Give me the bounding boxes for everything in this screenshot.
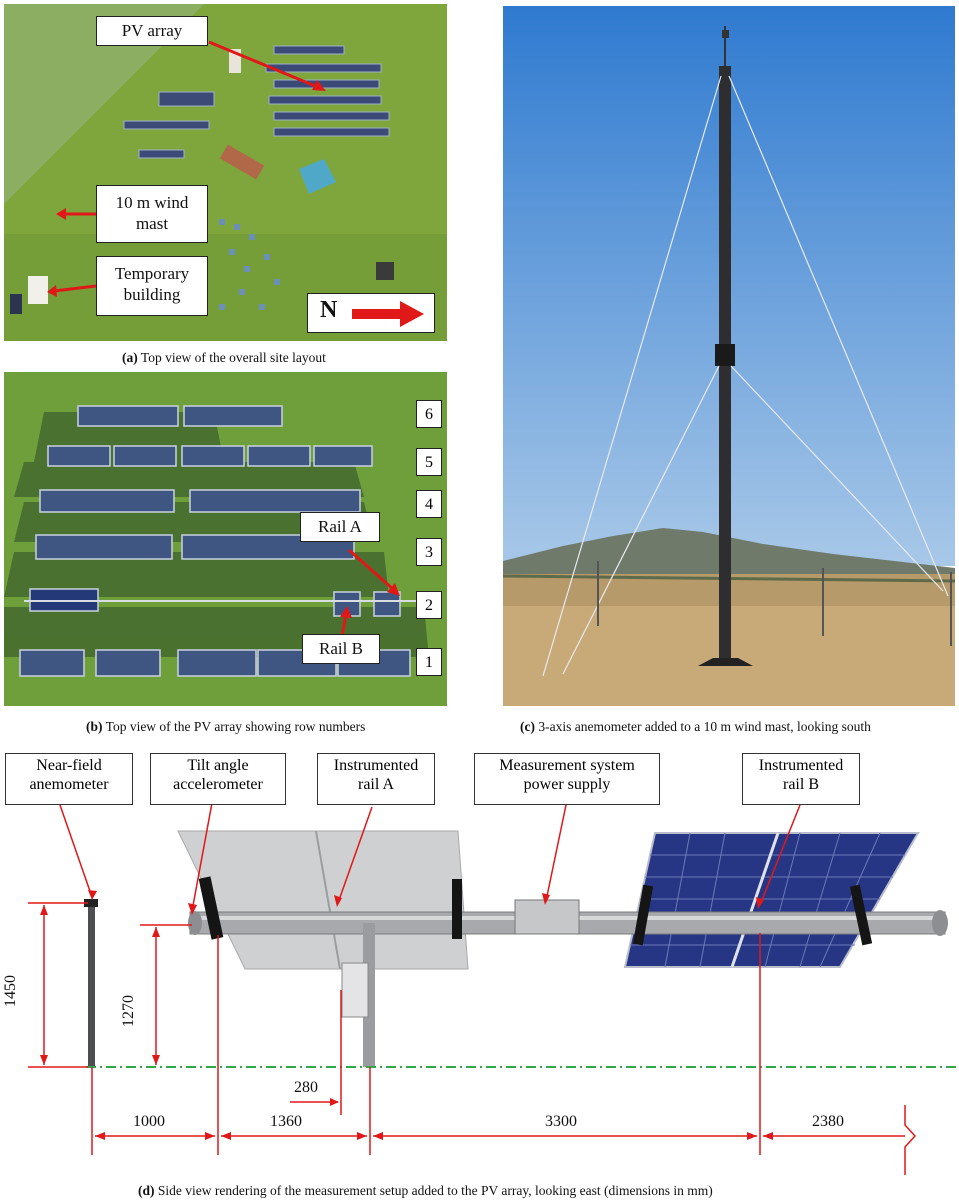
instrumented-rail-a-callout: Instrumented rail A — [317, 753, 435, 805]
power-supply-callout: Measurement system power supply — [474, 753, 660, 805]
caption-b-text: Top view of the PV array showing row num… — [105, 719, 366, 734]
caption-a-tag: (a) — [122, 350, 138, 365]
pv-array-label: PV array — [96, 16, 208, 46]
caption-a-text: Top view of the overall site layout — [140, 350, 326, 365]
rail-a-label: Rail A — [300, 512, 380, 542]
north-label: N — [320, 297, 338, 323]
panel-c-mast-photo — [503, 6, 955, 706]
row-number-1: 1 — [416, 648, 442, 676]
caption-b: (b) Top view of the PV array showing row… — [86, 719, 365, 735]
wind-mast-image — [503, 6, 955, 706]
temporary-building-label: Temporary building — [96, 256, 208, 316]
dim-1360: 1360 — [270, 1113, 302, 1130]
north-arrow-icon — [352, 301, 424, 327]
instrumented-rail-b-callout: Instrumented rail B — [742, 753, 860, 805]
dim-3300: 3300 — [545, 1113, 577, 1130]
caption-d: (d) Side view rendering of the measureme… — [138, 1183, 713, 1199]
dim-280: 280 — [294, 1079, 318, 1096]
dim-1450: 1450 — [2, 975, 19, 1007]
panel-d-side-view: Near-field anemometer Tilt angle acceler… — [0, 745, 959, 1180]
wind-mast-label: 10 m wind mast — [96, 185, 208, 243]
caption-d-tag: (d) — [138, 1183, 155, 1198]
tilt-accelerometer-callout: Tilt angle accelerometer — [150, 753, 286, 805]
caption-c: (c) 3-axis anemometer added to a 10 m wi… — [520, 719, 871, 735]
row-number-6: 6 — [416, 400, 442, 428]
caption-b-tag: (b) — [86, 719, 103, 734]
dim-1270: 1270 — [120, 995, 137, 1027]
panel-b-array-photo: 6 5 4 3 2 1 Rail A Rail B — [4, 372, 447, 706]
panel-a-site-photo: PV array 10 m wind mast Temporary buildi… — [4, 4, 447, 341]
caption-c-tag: (c) — [520, 719, 535, 734]
caption-d-text: Side view rendering of the measurement s… — [157, 1183, 713, 1198]
north-indicator: N — [307, 293, 435, 333]
rail-b-label: Rail B — [302, 634, 380, 664]
caption-a: (a) Top view of the overall site layout — [122, 350, 326, 366]
caption-c-text: 3-axis anemometer added to a 10 m wind m… — [538, 719, 871, 734]
dim-2380: 2380 — [812, 1113, 844, 1130]
near-field-anemometer-callout: Near-field anemometer — [5, 753, 133, 805]
side-view-rendering — [28, 802, 959, 1175]
dim-1000: 1000 — [133, 1113, 165, 1130]
row-number-2: 2 — [416, 591, 442, 619]
site-aerial-image — [4, 4, 447, 341]
array-aerial-image — [4, 372, 447, 706]
row-number-3: 3 — [416, 538, 442, 566]
row-number-5: 5 — [416, 448, 442, 476]
row-number-4: 4 — [416, 490, 442, 518]
